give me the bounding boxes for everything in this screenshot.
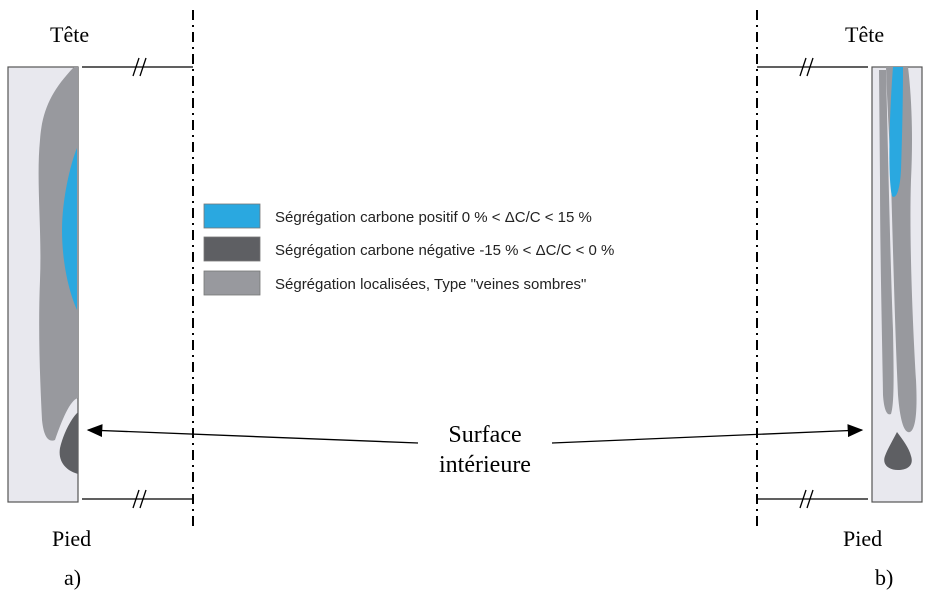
label-panel-a: a) bbox=[64, 565, 81, 590]
label-panel-b: b) bbox=[875, 565, 893, 590]
legend-item-negative: Ségrégation carbone négative -15 % < ΔC/… bbox=[203, 236, 614, 262]
label-foot-left: Pied bbox=[52, 526, 91, 551]
arrow-left bbox=[86, 424, 419, 444]
legend-swatch-positive bbox=[203, 203, 261, 229]
label-head-right: Tête bbox=[845, 22, 884, 47]
legend-swatch-negative bbox=[203, 236, 261, 262]
ingot-b-vein-left bbox=[879, 70, 894, 415]
ingot-b-negative-region bbox=[884, 432, 912, 470]
legend-item-veins: Ségrégation localisées, Type "veines som… bbox=[203, 270, 586, 296]
ingot-b-positive-region bbox=[889, 67, 903, 197]
arrow-right bbox=[551, 424, 864, 444]
ingot-b bbox=[871, 66, 923, 503]
label-head-left: Tête bbox=[50, 22, 89, 47]
ingot-a-positive-region bbox=[62, 148, 77, 310]
legend-swatch-veins bbox=[203, 270, 261, 296]
label-foot-right: Pied bbox=[843, 526, 882, 551]
ingot-a-veins-region bbox=[38, 67, 78, 441]
legend-label-positive: Ségrégation carbone positif 0 % < ΔC/C <… bbox=[275, 209, 592, 226]
extension-lines bbox=[82, 57, 868, 509]
legend-item-positive: Ségrégation carbone positif 0 % < ΔC/C <… bbox=[203, 203, 592, 229]
legend: Ségrégation carbone positif 0 % < ΔC/C <… bbox=[203, 203, 614, 296]
label-surface-line2: intérieure bbox=[439, 452, 531, 478]
label-surface-line1: Surface bbox=[448, 422, 521, 448]
legend-label-veins: Ségrégation localisées, Type "veines som… bbox=[275, 276, 586, 293]
ingot-a bbox=[7, 66, 79, 503]
legend-label-negative: Ségrégation carbone négative -15 % < ΔC/… bbox=[275, 242, 614, 259]
ingot-a-negative-region bbox=[59, 412, 78, 474]
